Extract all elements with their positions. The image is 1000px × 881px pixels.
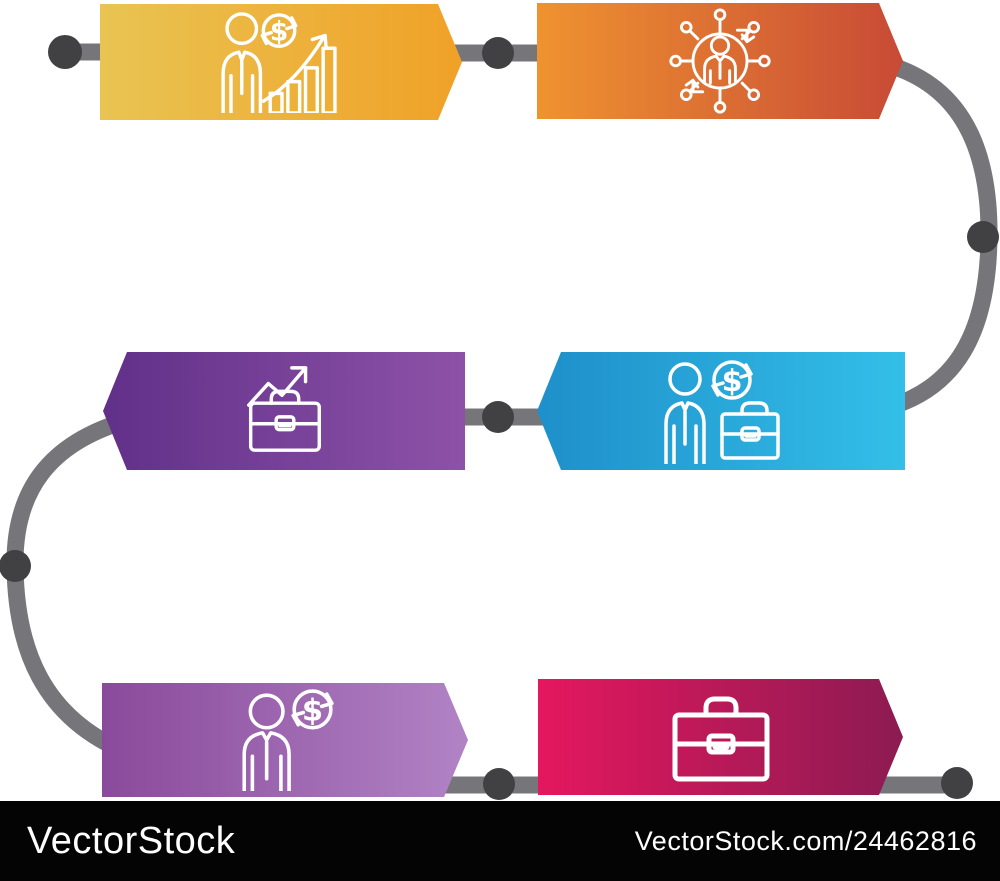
svg-text:$: $ <box>270 16 288 47</box>
timeline-node <box>483 768 515 800</box>
watermark-bar: VectorStock VectorStock.com/24462816 <box>0 801 1000 881</box>
networking-person-icon <box>666 7 774 115</box>
step-banner-2 <box>537 3 903 119</box>
timeline-node <box>482 37 514 69</box>
briefcase-icon <box>663 689 779 785</box>
step-banner-3 <box>103 352 465 470</box>
svg-text:$: $ <box>722 364 743 399</box>
growth-analysis-icon: $ <box>216 11 346 113</box>
person-money-icon: $ <box>232 689 338 791</box>
step-banner-5: $ <box>102 683 468 797</box>
step-banner-1: $ <box>100 4 462 120</box>
timeline-node <box>48 35 82 69</box>
briefcase-growth-icon <box>247 366 321 452</box>
timeline-node <box>482 401 514 433</box>
step-banner-4: $ <box>537 352 905 470</box>
watermark-brand: VectorStock <box>27 819 236 862</box>
step-banner-6 <box>538 679 903 795</box>
watermark-credit: VectorStock.com/24462816 <box>634 825 977 856</box>
timeline-node <box>941 767 973 799</box>
person-money-briefcase-icon: $ <box>664 360 780 464</box>
svg-text:$: $ <box>302 694 323 729</box>
timeline-node <box>967 221 999 253</box>
timeline-node <box>0 550 31 582</box>
